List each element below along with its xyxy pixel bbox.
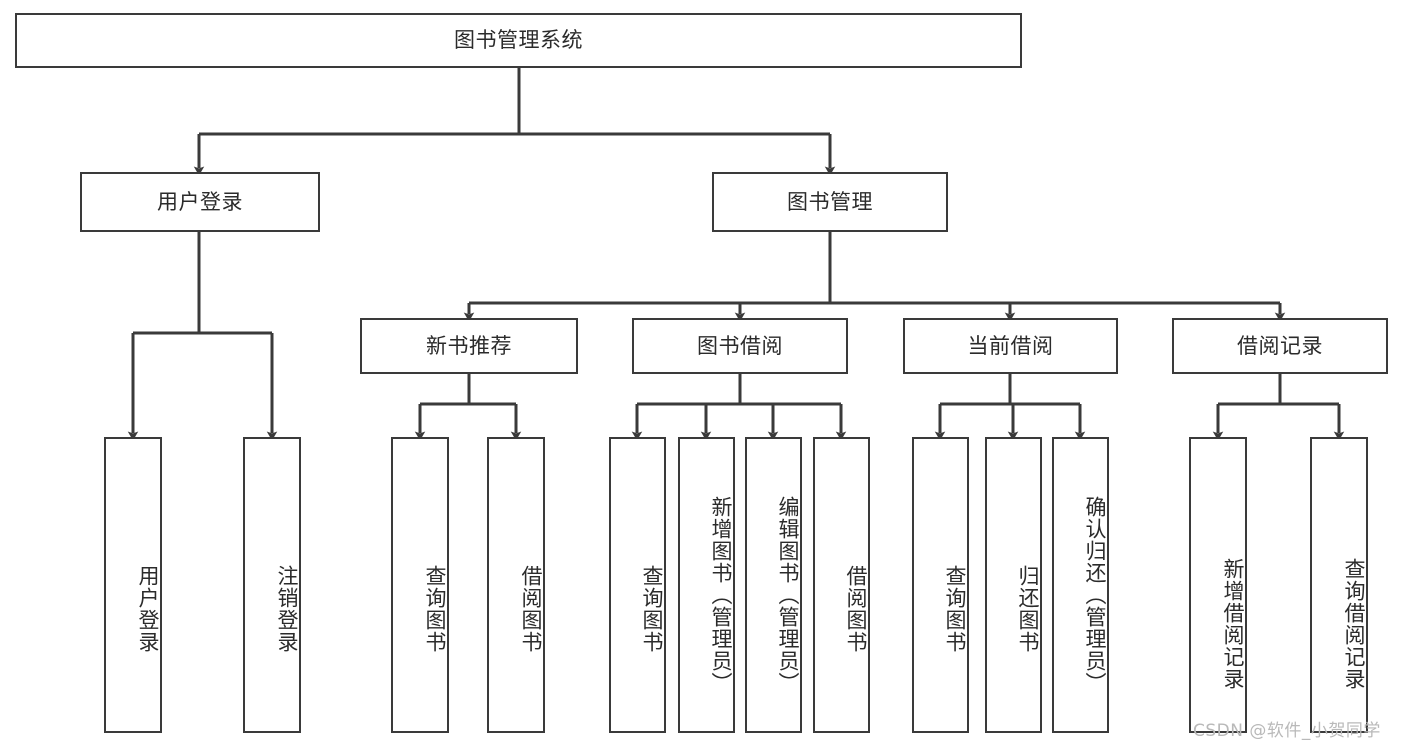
node-book-borrow[interactable]: 图书借阅 xyxy=(632,318,848,374)
node-leaf-query-book-borrow[interactable]: 查询图书 xyxy=(609,437,666,733)
node-current-borrow[interactable]: 当前借阅 xyxy=(903,318,1118,374)
node-leaf-query-borrow-record[interactable]: 查询借阅记录 xyxy=(1310,437,1368,733)
node-user-login[interactable]: 用户登录 xyxy=(80,172,320,232)
node-leaf-user-login[interactable]: 用户登录 xyxy=(104,437,162,733)
node-leaf-logout[interactable]: 注销登录 xyxy=(243,437,301,733)
csdn-watermark: CSDN @软件_小贺同学 xyxy=(1193,721,1381,741)
node-leaf-query-book-current[interactable]: 查询图书 xyxy=(912,437,969,733)
node-borrow-record[interactable]: 借阅记录 xyxy=(1172,318,1388,374)
node-leaf-return-book[interactable]: 归还图书 xyxy=(985,437,1042,733)
node-leaf-edit-book-admin[interactable]: 编辑图书（管理员） xyxy=(745,437,802,733)
node-book-management[interactable]: 图书管理 xyxy=(712,172,948,232)
node-leaf-confirm-return-admin[interactable]: 确认归还（管理员） xyxy=(1052,437,1109,733)
node-root-system[interactable]: 图书管理系统 xyxy=(15,13,1022,68)
node-leaf-query-book-recommend[interactable]: 查询图书 xyxy=(391,437,449,733)
node-leaf-borrow-book-recommend[interactable]: 借阅图书 xyxy=(487,437,545,733)
node-leaf-add-book-admin[interactable]: 新增图书（管理员） xyxy=(678,437,735,733)
node-leaf-borrow-book[interactable]: 借阅图书 xyxy=(813,437,870,733)
node-new-book-recommend[interactable]: 新书推荐 xyxy=(360,318,578,374)
node-leaf-add-borrow-record[interactable]: 新增借阅记录 xyxy=(1189,437,1247,733)
